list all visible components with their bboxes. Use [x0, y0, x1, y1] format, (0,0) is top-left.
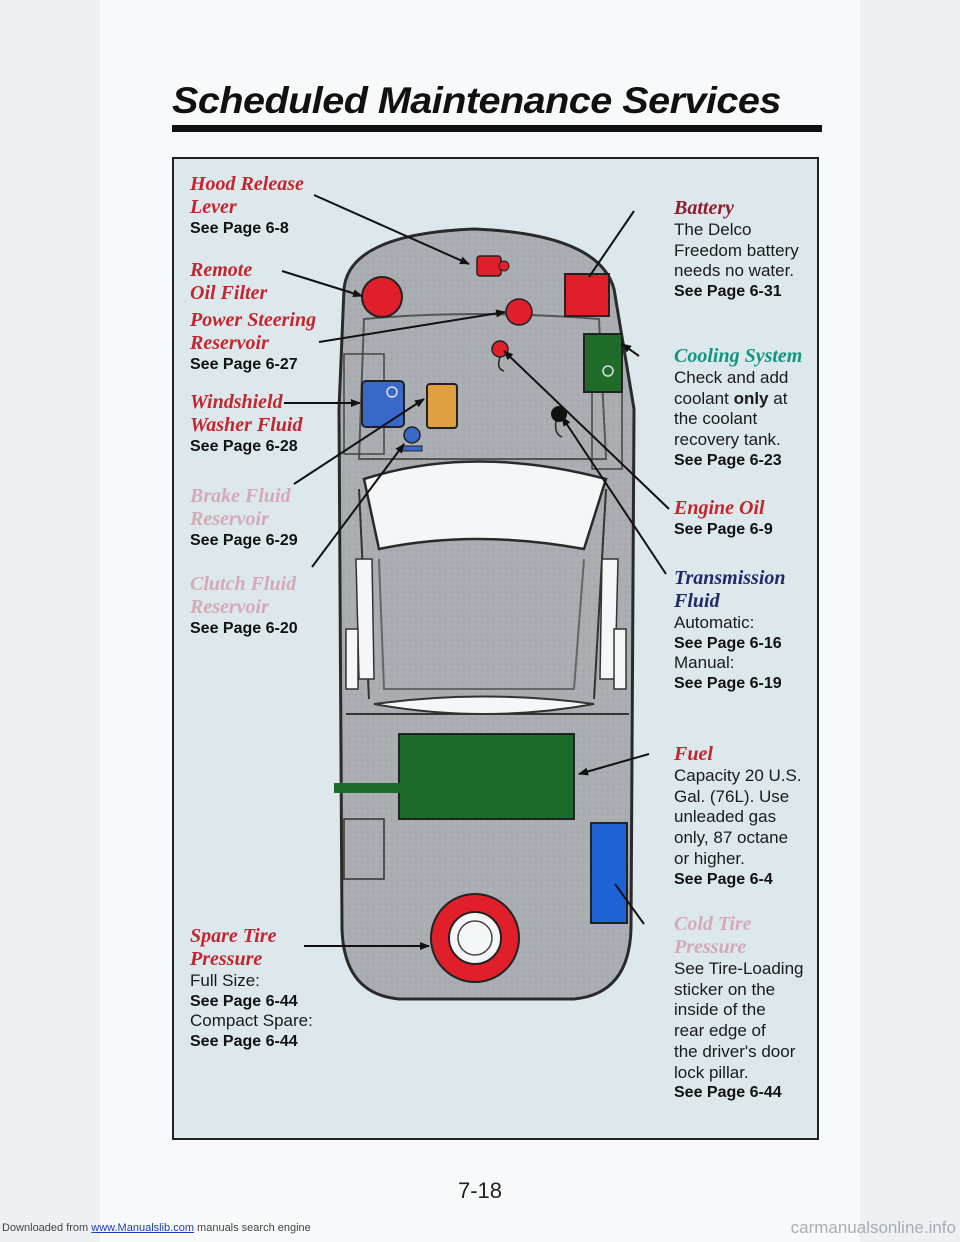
engine-oil-heading: Engine Oil: [674, 497, 765, 519]
download-footer: Downloaded from www.Manualslib.com manua…: [0, 1222, 960, 1234]
battery-ref: See Page 6-31: [674, 283, 782, 301]
washer-fluid-part: [361, 380, 405, 428]
washer-fluid-heading-2: Washer Fluid: [190, 414, 303, 436]
cooling-text-1: Check and add: [674, 368, 789, 387]
engine-oil-label: Engine Oil See Page 6-9: [674, 497, 773, 540]
spare-tire-full-size: Full Size:: [190, 971, 260, 990]
fuel-filler-part: [590, 822, 628, 924]
page-title: Scheduled Maintenance Services: [172, 80, 781, 121]
tire-ref: See Page 6-44: [674, 1084, 782, 1102]
transmission-manual: Manual:: [674, 653, 735, 673]
brake-fluid-part: [426, 383, 458, 429]
title-rule: [172, 125, 822, 132]
fuel-text-1: Capacity 20 U.S.: [674, 766, 802, 785]
hood-release-part: [476, 255, 502, 277]
washer-fluid-ref: See Page 6-28: [190, 438, 298, 455]
transmission-heading-2: Fluid: [674, 590, 720, 612]
hood-release-heading: Hood Release: [190, 173, 304, 195]
transmission-heading: Transmission: [674, 567, 786, 589]
cold-tire-heading-2: Pressure: [674, 936, 747, 958]
cold-tire-pressure-label: Cold Tire Pressure See Tire-Loading stic…: [674, 913, 803, 1103]
page-margin-right: [860, 0, 960, 1242]
fuel-label: Fuel Capacity 20 U.S. Gal. (76L). Use un…: [674, 743, 802, 889]
transmission-ref-2: See Page 6-19: [674, 674, 782, 692]
cold-tire-heading: Cold Tire: [674, 913, 752, 935]
washer-fluid-label: Windshield Washer Fluid See Page 6-28: [190, 391, 302, 457]
manualslib-link[interactable]: www.Manualslib.com: [91, 1222, 194, 1234]
tire-text-6: lock pillar.: [674, 1062, 749, 1082]
watermark: carmanualsonline.info: [790, 1218, 956, 1237]
transmission-fluid-label: Transmission Fluid Automatic: See Page 6…: [674, 567, 786, 694]
tire-text-1: See Tire-Loading: [674, 959, 804, 978]
brake-fluid-heading-2: Reservoir: [190, 508, 269, 530]
tire-text-5: the driver's door: [674, 1041, 796, 1061]
power-steering-label: Power Steering Reservoir See Page 6-27: [190, 309, 316, 375]
brake-fluid-label: Brake Fluid Reservoir See Page 6-29: [190, 485, 298, 551]
spare-tire-heading-2: Pressure: [190, 948, 263, 970]
clutch-fluid-heading: Clutch Fluid: [190, 573, 297, 595]
spare-tire-ref-1: See Page 6-44: [190, 992, 298, 1010]
coolant-tank-part: [583, 333, 623, 393]
washer-fluid-heading: Windshield: [190, 391, 283, 413]
tire-text-4: rear edge of: [674, 1021, 766, 1041]
hood-release-ref: See Page 6-8: [190, 220, 289, 237]
clutch-fluid-part: [403, 426, 421, 444]
fuel-tank-part: [398, 733, 575, 820]
footer-suffix: manuals search engine: [197, 1222, 311, 1234]
car-top-view-illustration: [281, 194, 670, 1001]
engine-oil-ref: See Page 6-9: [674, 521, 773, 538]
tire-text-3: inside of the: [674, 1000, 766, 1020]
fuel-text-4: only, 87 octane: [674, 828, 789, 848]
cooling-system-heading: Cooling System: [674, 345, 803, 367]
tire-text-2: sticker on the: [674, 979, 776, 999]
cooling-system-label: Cooling System Check and add coolant onl…: [674, 345, 802, 470]
cooling-text-3: the coolant: [674, 409, 758, 429]
clutch-fluid-heading-2: Reservoir: [190, 596, 269, 618]
fuel-heading: Fuel: [674, 743, 713, 765]
hood-release-label: Hood Release Lever See Page 6-8: [190, 173, 304, 239]
cooling-text-2: coolant only at: [674, 389, 802, 410]
power-steering-heading: Power Steering: [190, 309, 317, 331]
transmission-ref-1: See Page 6-16: [674, 634, 782, 652]
fuel-text-3: unleaded gas: [674, 807, 777, 827]
battery-text-3: needs no water.: [674, 261, 795, 281]
spare-tire-compact: Compact Spare:: [190, 1011, 313, 1031]
maintenance-diagram: Hood Release Lever See Page 6-8 Remote O…: [172, 157, 819, 1140]
remote-oil-filter-heading-2: Oil Filter: [190, 282, 268, 304]
cooling-text-2a: coolant: [674, 388, 729, 408]
fuel-ref: See Page 6-4: [674, 870, 773, 888]
spare-tire-label: Spare Tire Pressure Full Size: See Page …: [190, 925, 313, 1052]
fuel-text-2: Gal. (76L). Use: [674, 786, 790, 806]
page-number: 7-18: [457, 1178, 503, 1203]
transmission-automatic: Automatic:: [674, 613, 755, 632]
spare-tire-heading: Spare Tire: [190, 925, 277, 947]
remote-oil-filter-label: Remote Oil Filter: [190, 259, 267, 305]
battery-text-2: Freedom battery: [674, 240, 799, 260]
battery-heading: Battery: [674, 197, 734, 219]
cooling-text-4: recovery tank.: [674, 430, 781, 450]
page-margin-left: [0, 0, 100, 1242]
power-steering-heading-2: Reservoir: [190, 332, 269, 354]
fuel-text-5: or higher.: [674, 848, 745, 868]
brake-fluid-ref: See Page 6-29: [190, 532, 298, 549]
cooling-ref: See Page 6-23: [674, 451, 782, 469]
battery-label: Battery The Delco Freedom battery needs …: [674, 197, 799, 302]
hood-release-heading-2: Lever: [190, 196, 237, 218]
power-steering-ref: See Page 6-27: [190, 356, 298, 373]
cooling-text-only: only: [733, 388, 769, 408]
battery-part: [564, 273, 610, 317]
remote-oil-filter-heading: Remote: [190, 259, 253, 281]
rear-window: [373, 695, 595, 715]
clutch-fluid-label: Clutch Fluid Reservoir See Page 6-20: [190, 573, 298, 639]
spare-tire-ref-2: See Page 6-44: [190, 1032, 298, 1050]
remote-oil-filter-part: [361, 276, 403, 318]
brake-fluid-heading: Brake Fluid: [190, 485, 291, 507]
footer-prefix: Downloaded from: [2, 1222, 89, 1234]
battery-text-1: The Delco: [674, 220, 752, 239]
power-steering-part: [505, 298, 533, 326]
windshield: [362, 460, 608, 551]
clutch-fluid-ref: See Page 6-20: [190, 620, 298, 637]
cooling-text-2c: at: [773, 388, 788, 408]
